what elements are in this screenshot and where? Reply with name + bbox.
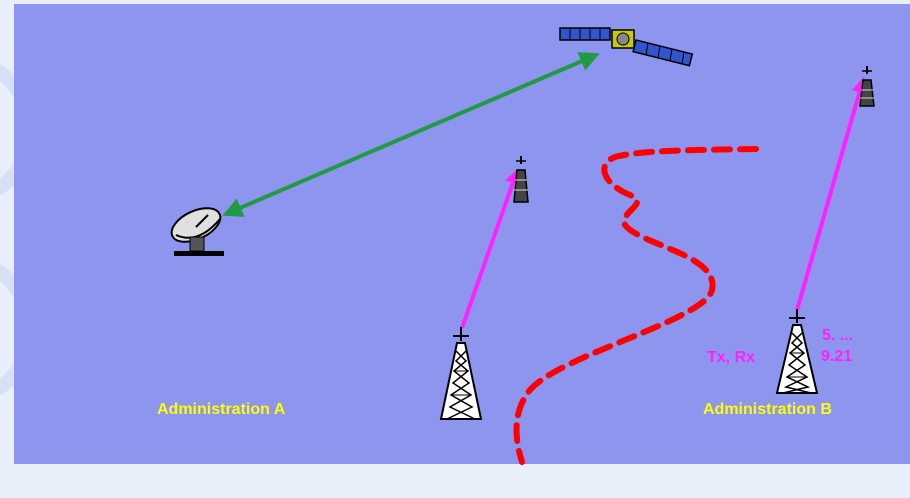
radio-tower-icon [439,327,483,420]
radio-tower-icon [513,156,529,203]
admin-a-terrestrial-link [460,167,521,329]
border-line [513,146,759,465]
satellite-icon [559,27,694,67]
satellite-dish-icon [170,207,224,256]
radio-tower-icon [859,66,875,107]
radio-tower-icon [775,309,819,394]
tx-rx-label: Tx, Rx [707,349,756,366]
regulation-ref-line2: 9.21 [821,348,853,365]
admin-b-terrestrial-link [795,76,868,311]
administration-b-label: Administration B [703,401,832,418]
earth-station-satellite-link [222,52,600,217]
administration-a-label: Administration A [157,401,286,418]
regulation-ref-line1: 5. ... [822,327,854,344]
